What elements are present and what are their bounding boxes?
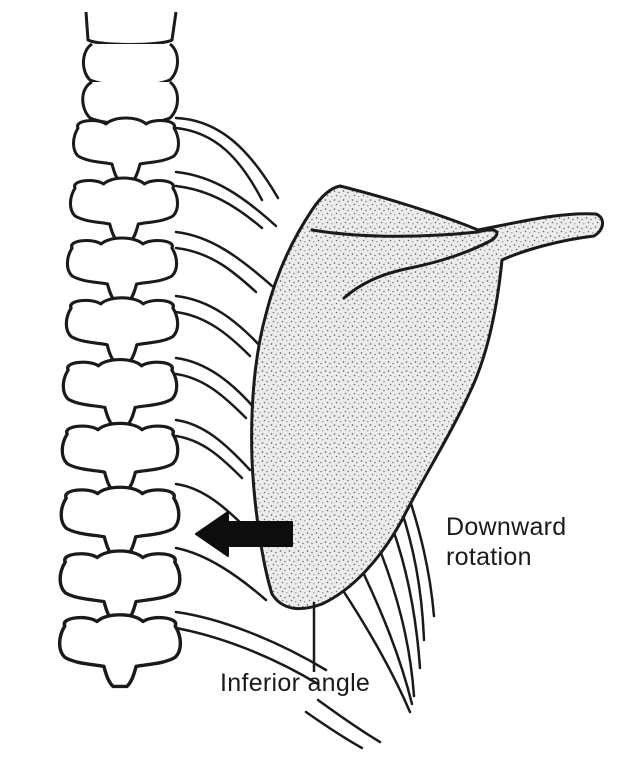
vertebra: [68, 176, 180, 244]
rib: [174, 372, 248, 420]
rib: [174, 610, 328, 672]
vertebra: [84, 11, 178, 46]
inferior-angle-label: Inferior angle: [220, 669, 371, 697]
vertebra: [64, 296, 180, 365]
rib: [174, 294, 264, 350]
rib: [174, 246, 258, 294]
vertebral-column: [57, 11, 183, 689]
rib: [174, 434, 244, 480]
scapula: [250, 184, 604, 611]
rib: [174, 230, 274, 288]
rib: [174, 126, 264, 202]
rib: [174, 626, 320, 686]
downward-rotation-label: Downward rotation: [446, 512, 567, 572]
vertebra: [65, 236, 179, 304]
rotation-label-line1: Downward: [446, 513, 567, 541]
rib: [174, 310, 252, 358]
rotation-label-line2: rotation: [446, 543, 532, 571]
rib: [358, 564, 414, 706]
vertebra: [72, 116, 180, 184]
rib: [174, 418, 252, 472]
rib: [174, 116, 280, 200]
vertebra: [82, 42, 179, 88]
rib: [174, 356, 258, 412]
vertebra: [57, 613, 183, 689]
vertebra: [61, 357, 179, 428]
rib: [316, 698, 382, 744]
vertebra: [60, 421, 180, 493]
scapular-spine: [310, 228, 499, 300]
vertebra: [59, 485, 181, 559]
rib: [374, 538, 416, 698]
vertebra: [58, 549, 182, 624]
rib: [174, 170, 278, 228]
rib: [304, 710, 364, 750]
left-arrow-icon: [195, 511, 293, 557]
rib: [342, 590, 412, 714]
rib: [174, 546, 268, 602]
rib: [174, 184, 264, 230]
